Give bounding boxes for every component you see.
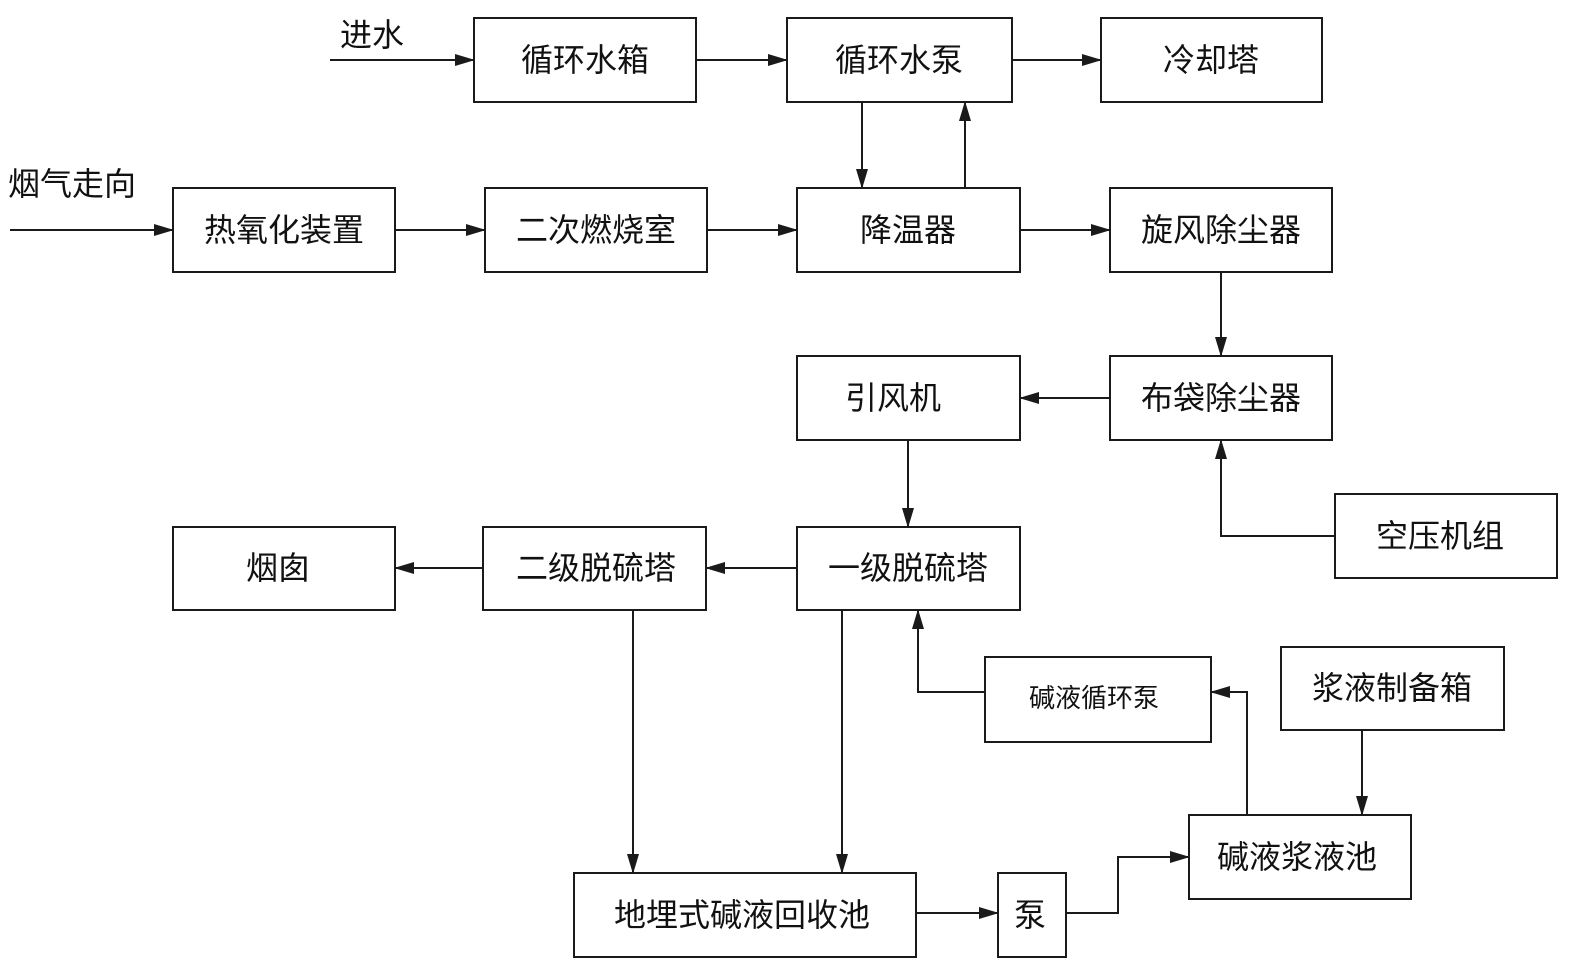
- node-label: 地埋式碱液回收池: [614, 896, 870, 934]
- node-chimney: 烟囱: [172, 526, 396, 611]
- node-label: 碱液浆液池: [1217, 838, 1377, 876]
- node-label: 烟囱: [246, 549, 310, 587]
- node-slurry-prep-tank: 浆液制备箱: [1280, 646, 1505, 731]
- node-label: 空压机组: [1376, 517, 1504, 555]
- node-secondary-combustion: 二次燃烧室: [484, 187, 708, 273]
- edge-alkali-pump-to-desulf-1: [912, 609, 985, 693]
- node-label: 泵: [1014, 896, 1046, 934]
- node-label: 降温器: [860, 211, 956, 249]
- node-desulf-2: 二级脱硫塔: [482, 526, 707, 611]
- edge-air-compressor-to-bag-filter: [1215, 439, 1335, 537]
- node-alkali-circ-pump: 碱液循环泵: [984, 656, 1212, 743]
- flue-gas-direction-label: 烟气走向: [8, 165, 136, 203]
- node-label: 循环水泵: [835, 41, 963, 79]
- node-label: 浆液制备箱: [1312, 669, 1472, 707]
- node-circ-tank: 循环水箱: [473, 17, 697, 103]
- edge-pump-to-alkali-slurry-pool: [1066, 851, 1190, 914]
- edge-alkali-slurry-pool-to-alkali-pump: [1210, 686, 1248, 815]
- node-circ-pump: 循环水泵: [786, 17, 1013, 103]
- node-label: 循环水箱: [521, 41, 649, 79]
- node-label: 二次燃烧室: [516, 211, 676, 249]
- node-underground-pool: 地埋式碱液回收池: [573, 872, 917, 958]
- node-label: 旋风除尘器: [1141, 211, 1301, 249]
- edges: [10, 54, 1368, 919]
- water-in-label: 进水: [340, 16, 404, 54]
- node-thermal-oxidizer: 热氧化装置: [172, 187, 396, 273]
- node-cooling-tower: 冷却塔: [1100, 17, 1323, 103]
- node-label: 碱液循环泵: [1029, 684, 1159, 714]
- node-alkali-slurry-pool: 碱液浆液池: [1188, 814, 1412, 900]
- node-label: 引风机: [845, 379, 941, 417]
- node-label: 热氧化装置: [204, 211, 364, 249]
- node-bag-filter: 布袋除尘器: [1109, 355, 1333, 441]
- node-desulf-1: 一级脱硫塔: [796, 526, 1021, 611]
- node-label: 布袋除尘器: [1141, 379, 1301, 417]
- node-induced-fan: 引风机: [796, 355, 1021, 441]
- node-cooler: 降温器: [796, 187, 1021, 273]
- node-air-compressor: 空压机组: [1334, 493, 1558, 579]
- node-pump: 泵: [997, 872, 1067, 958]
- node-label: 冷却塔: [1163, 41, 1259, 79]
- node-label: 一级脱硫塔: [828, 549, 988, 587]
- node-label: 二级脱硫塔: [516, 549, 676, 587]
- node-cyclone: 旋风除尘器: [1109, 187, 1333, 273]
